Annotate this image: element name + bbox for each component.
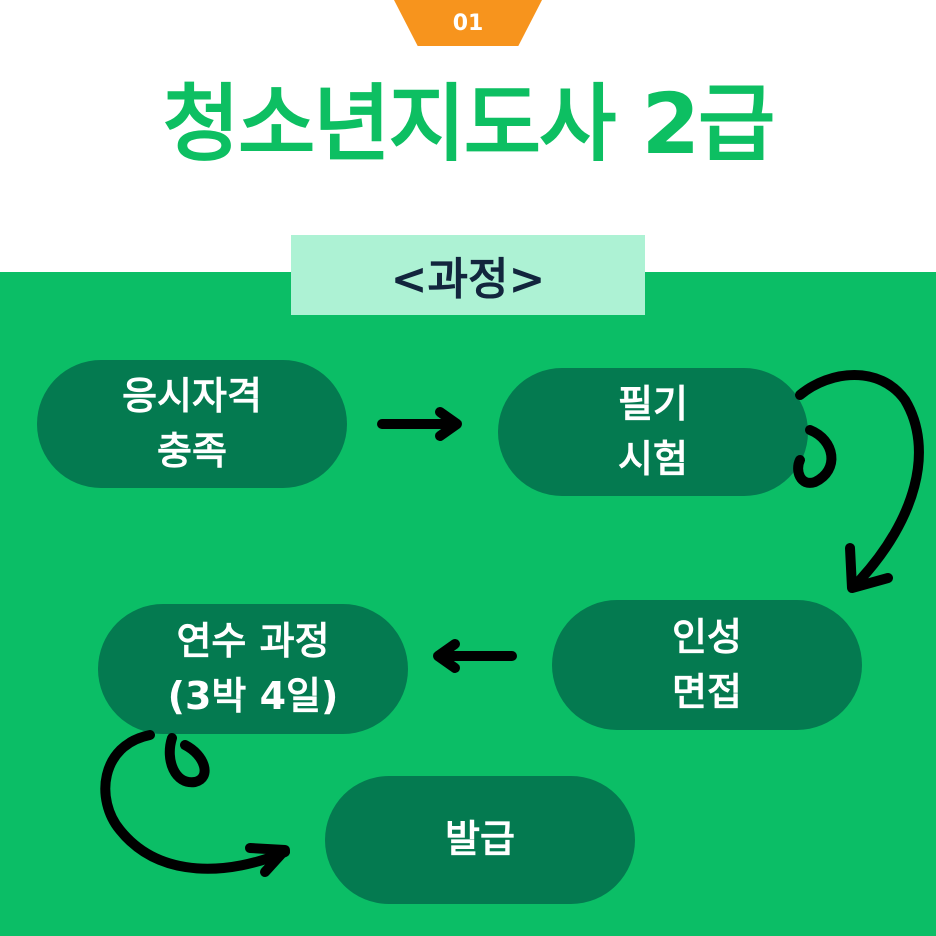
- step-label: 발급: [445, 817, 515, 862]
- step-label: (3박 4일): [167, 674, 339, 718]
- arrow-left-icon: [433, 639, 517, 673]
- badge-label: 01: [452, 10, 484, 36]
- section-subtitle: <과정>: [291, 235, 645, 315]
- page-title: 청소년지도사 2급: [162, 75, 776, 173]
- step-label: 면접: [672, 670, 742, 714]
- step-label: 필기: [618, 381, 688, 426]
- curly-arrow-down-icon: [793, 370, 924, 593]
- step-label: 인성: [672, 614, 742, 659]
- step-eligibility: 응시자격 충족: [37, 360, 347, 488]
- step-label: 시험: [618, 437, 688, 481]
- step-issuance: 발급: [325, 776, 635, 904]
- step-label: 충족: [157, 429, 227, 473]
- step-interview: 인성 면접: [552, 600, 862, 730]
- curly-arrow-right-icon: [100, 730, 290, 877]
- step-written-exam: 필기 시험: [498, 368, 808, 496]
- step-label: 연수 과정: [176, 618, 330, 663]
- step-training: 연수 과정 (3박 4일): [98, 604, 408, 734]
- step-number-badge: 01: [394, 0, 542, 46]
- arrow-right-icon: [377, 407, 462, 441]
- step-label: 응시자격: [122, 373, 262, 418]
